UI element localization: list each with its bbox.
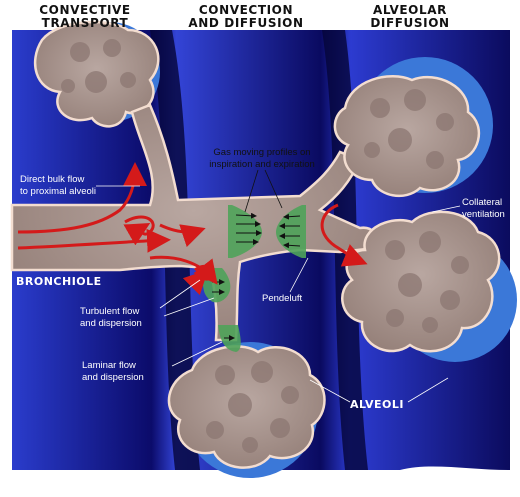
svg-text:Collateral: Collateral — [462, 197, 502, 208]
svg-text:CONVECTION: CONVECTION — [199, 3, 293, 17]
svg-text:Turbulent flow: Turbulent flow — [80, 306, 139, 317]
svg-text:DIFFUSION: DIFFUSION — [370, 16, 449, 30]
label-direct-bulk-flow: Direct bulk flow to proximal alveoli — [20, 174, 96, 197]
svg-text:Gas moving profiles on: Gas moving profiles on — [213, 147, 310, 158]
header-alveolar-diffusion: ALVEOLAR DIFFUSION — [370, 3, 449, 30]
branch-flow-arrow — [149, 255, 218, 285]
label-pendeluft: Pendeluft — [262, 293, 303, 304]
label-gas-moving-profiles: Gas moving profiles on inspiration and e… — [209, 147, 315, 170]
svg-text:ALVEOLAR: ALVEOLAR — [373, 3, 447, 17]
svg-text:inspiration and expiration: inspiration and expiration — [209, 159, 315, 170]
label-bronchiole: BRONCHIOLE — [16, 275, 102, 288]
pendeluft-arrow — [320, 203, 368, 267]
label-laminar-flow: Laminar flow and dispersion — [82, 360, 144, 383]
forward-flow-arrow — [159, 223, 206, 248]
leader-lines — [96, 169, 461, 403]
svg-text:Direct bulk flow: Direct bulk flow — [20, 174, 85, 185]
svg-text:ventilation: ventilation — [462, 209, 505, 220]
header-convection-and-diffusion: CONVECTION AND DIFFUSION — [188, 3, 303, 30]
alveolar-pockets — [61, 39, 469, 453]
header-convective-transport: CONVECTIVE TRANSPORT — [39, 3, 130, 30]
label-alveoli: ALVEOLI — [350, 398, 404, 411]
eddy-arrow-lower — [182, 264, 215, 296]
flow-vector-arrows — [212, 212, 301, 341]
label-turbulent-flow: Turbulent flow and dispersion — [80, 306, 142, 329]
svg-text:Laminar flow: Laminar flow — [82, 360, 136, 371]
bulk-flow-arrow — [17, 162, 147, 234]
svg-text:TRANSPORT: TRANSPORT — [42, 16, 129, 30]
svg-text:to proximal alveoli: to proximal alveoli — [20, 186, 96, 197]
svg-text:CONVECTIVE: CONVECTIVE — [39, 3, 130, 17]
svg-text:and dispersion: and dispersion — [80, 318, 142, 329]
svg-text:and dispersion: and dispersion — [82, 372, 144, 383]
label-collateral-ventilation: Collateral ventilation — [462, 197, 505, 220]
svg-text:AND DIFFUSION: AND DIFFUSION — [188, 16, 303, 30]
eddy-arrow — [123, 215, 155, 246]
red-flow-arrows — [17, 162, 368, 296]
